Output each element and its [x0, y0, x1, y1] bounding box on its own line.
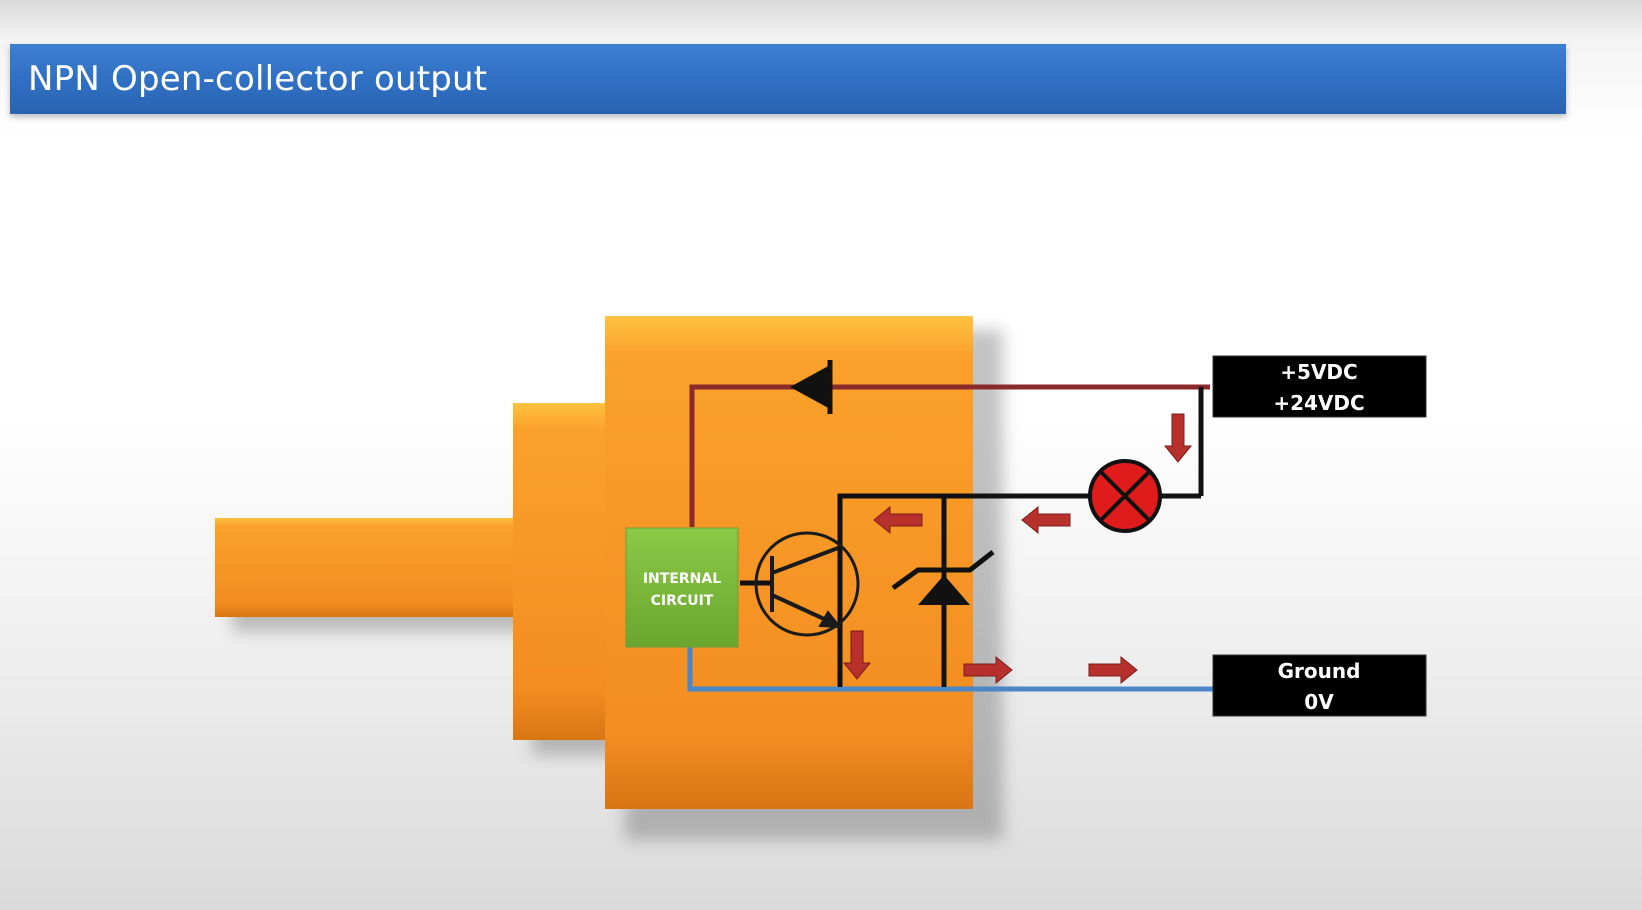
ground-label-line2: 0V — [1304, 690, 1334, 714]
current-arrows — [842, 413, 1193, 685]
internal-circuit-label-line2: CIRCUIT — [651, 593, 714, 609]
supply-label-line1: +5VDC — [1280, 360, 1357, 384]
current-arrow-icon — [1021, 505, 1071, 535]
internal-circuit-label-line1: INTERNAL — [643, 571, 721, 587]
zener-diode-icon — [891, 550, 995, 605]
supply-terminal-label: +5VDC +24VDC — [1212, 355, 1427, 418]
current-arrow-icon — [963, 655, 1013, 685]
npn-transistor-icon — [754, 531, 860, 637]
lamp-icon — [1088, 459, 1162, 533]
slide-title: NPN Open-collector output — [28, 59, 488, 99]
title-bar: NPN Open-collector output — [10, 44, 1566, 114]
sensor-body — [215, 316, 973, 809]
ground-terminal-label: Ground 0V — [1212, 654, 1427, 717]
current-arrow-icon — [873, 505, 923, 535]
internal-circuit-block: INTERNAL CIRCUIT — [625, 527, 739, 648]
ground-wire — [687, 645, 1215, 692]
diode-icon — [790, 360, 833, 414]
current-arrow-icon — [1163, 413, 1193, 463]
sensor-cable — [215, 518, 535, 617]
current-arrow-icon — [842, 630, 872, 680]
ground-label-line1: Ground — [1278, 659, 1361, 683]
supply-wire — [689, 384, 1210, 527]
supply-label-line2: +24VDC — [1273, 391, 1364, 415]
current-arrow-icon — [1088, 655, 1138, 685]
